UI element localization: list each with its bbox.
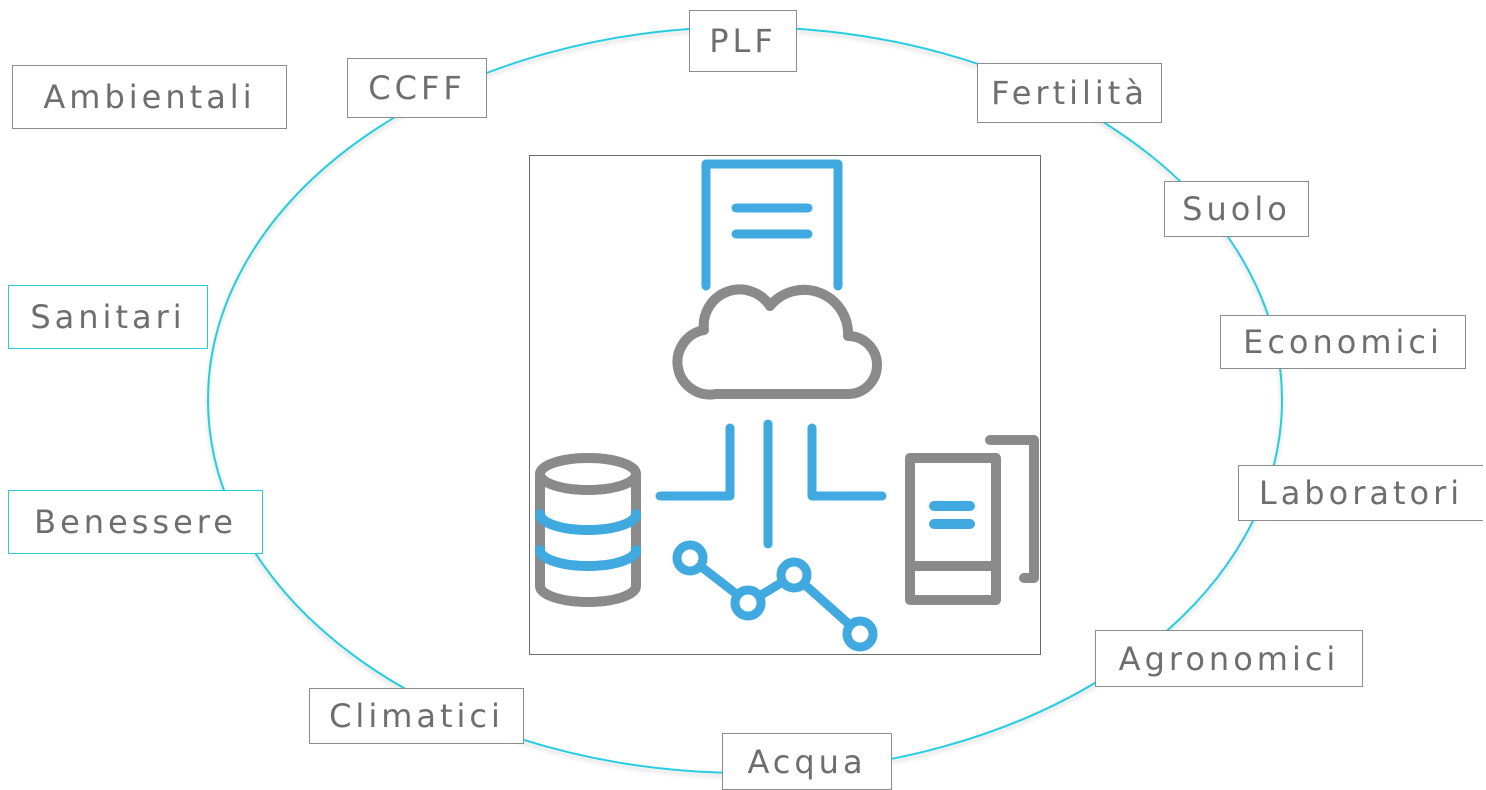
label-acqua: Acqua [722,733,892,790]
label-laboratori: Laboratori [1238,465,1483,521]
mobile-device-icon [905,435,1039,605]
network-graph-icon [672,540,878,652]
label-fertilita: Fertilità [977,63,1162,123]
label-climatici: Climatici [309,688,524,744]
cloud-data-network-icon [535,159,1039,652]
document-icon [701,159,843,291]
label-plf: PLF [689,10,797,72]
label-agronomici: Agronomici [1095,630,1363,687]
label-suolo: Suolo [1164,181,1309,237]
cloud-data-panel [529,155,1041,655]
label-sanitari: Sanitari [8,285,208,349]
label-ambientali: Ambientali [12,65,287,129]
label-ccff: CCFF [347,58,487,118]
cloud-icon [672,284,882,400]
label-economici: Economici [1220,315,1466,369]
label-benessere: Benessere [8,490,263,554]
connector-lines-icon [655,419,887,549]
database-icon [535,453,641,607]
